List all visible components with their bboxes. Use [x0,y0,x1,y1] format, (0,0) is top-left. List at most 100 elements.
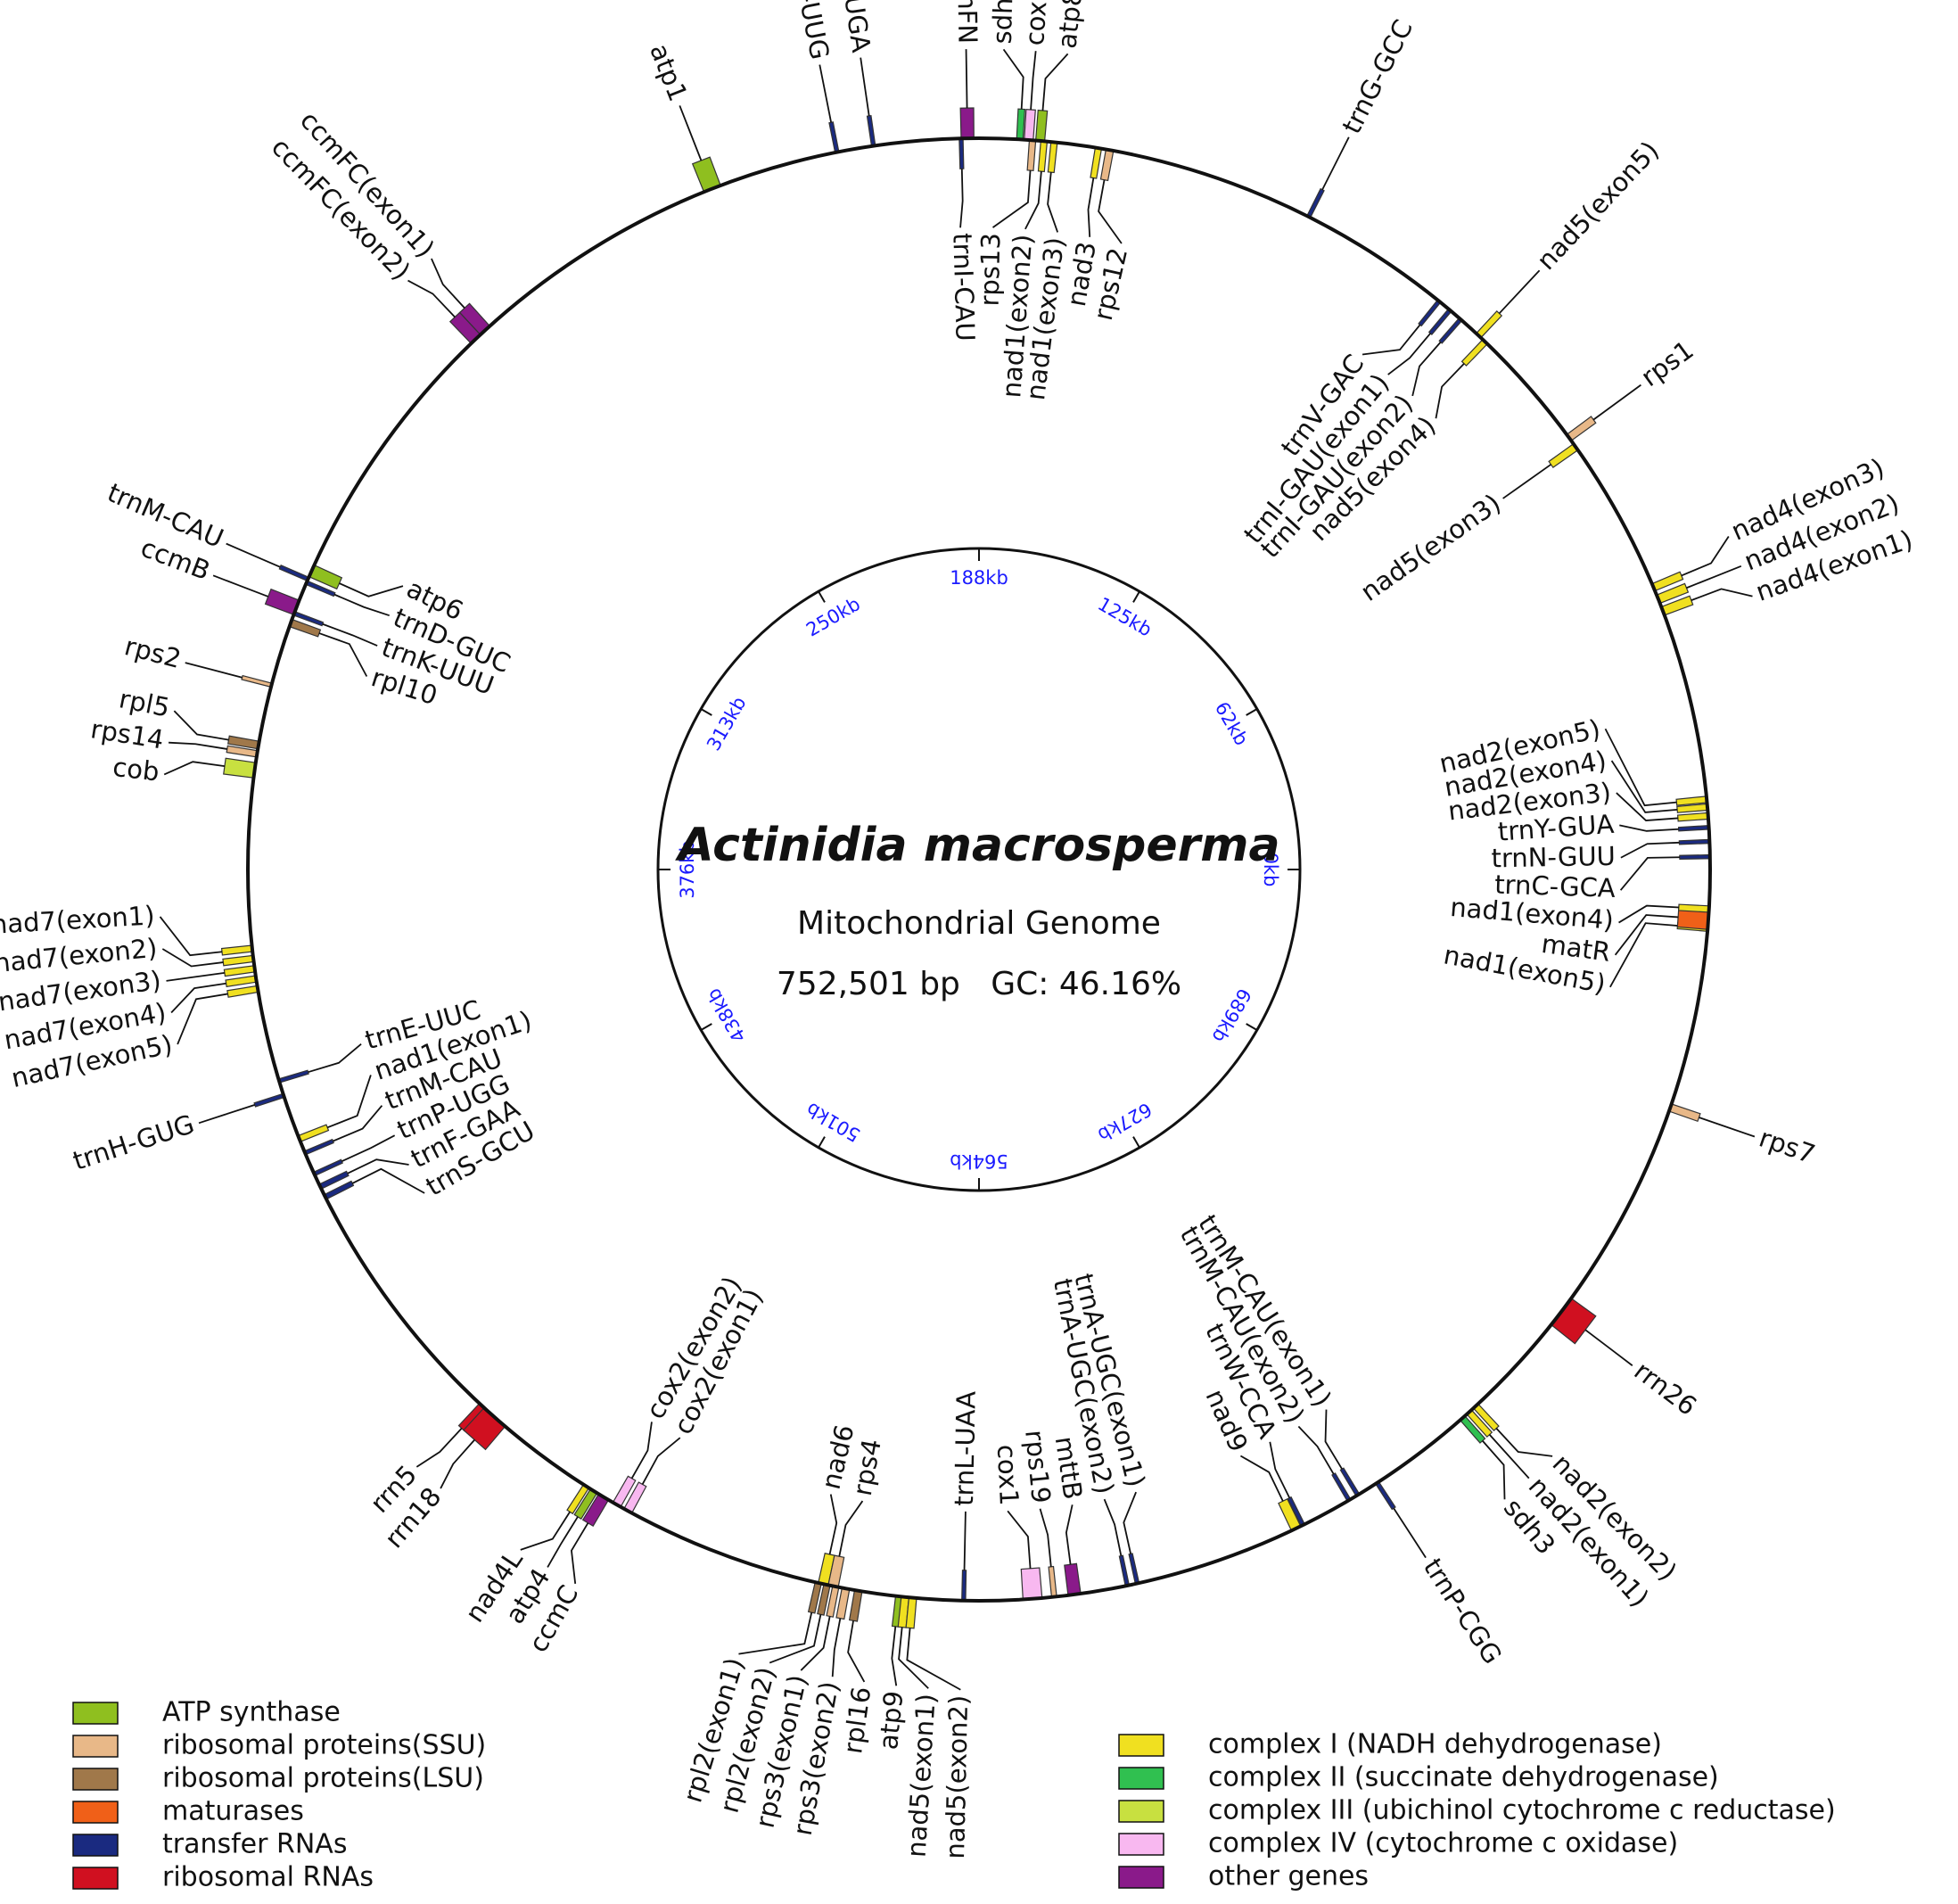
gene-block-nad5-exon3 [1548,442,1579,469]
gene-block-sdh4 [1016,108,1026,141]
legend-left-swatch-atp [72,1702,119,1725]
gene-leader-line [828,1494,838,1555]
gene-leader-line [959,169,964,228]
gene-label-trnl-uaa: trnL-UAA [949,1390,982,1506]
gene-leader-line [341,1134,396,1163]
gene-block-rrn26 [1550,1297,1597,1345]
legend-right-label-c1: complex I (NADH dehydrogenase) [1208,1729,1662,1760]
gene-leader-line [1103,1498,1123,1556]
gene-leader-line [440,1439,475,1489]
gene-leader-line [1239,1455,1284,1502]
gene-block-nad3 [1090,146,1103,179]
gene-leader-line [308,1043,362,1074]
gene-leader-line [906,1628,961,1691]
gene-leader-line [1087,177,1095,237]
gene-leader-line [339,582,404,598]
gene-leader-line [769,1614,822,1664]
gene-leader-line [1435,363,1465,419]
gene-leader-line [1324,1409,1343,1470]
gene-leader-line [1269,1441,1291,1499]
gene-block-trnp-cgg [1374,1480,1396,1511]
legend-left-swatch-mat [72,1801,119,1824]
gene-leader-line [1691,588,1753,601]
legend-right-swatch-c4 [1118,1833,1164,1856]
gene-leader-line [161,948,224,968]
gene-block-cob [223,757,257,779]
legend-right-label-other: other genes [1208,1861,1369,1892]
kb-tick-mark [1246,1023,1258,1031]
gene-leader-line [169,741,227,750]
genome-title: Actinidia macrosperma [674,819,1279,872]
gene-leader-line [1065,1504,1074,1565]
gene-track: trnC-GCAtrnN-GUUtrnY-GUAnad2(exon3)nad2(… [0,0,1916,1859]
legend-right-label-c3: complex III (ubichinol cytochrome c redu… [1208,1795,1836,1826]
gene-leader-line [163,761,226,776]
gene-label-trns-uga: trnS-UGA [829,0,876,54]
gene-block-ccmfn [959,107,975,139]
gene-leader-line [641,1437,681,1485]
kb-tick-mark [700,708,712,716]
gene-block-rps13 [1026,139,1037,172]
legend-left-label-trna: transfer RNAs [162,1829,347,1860]
gene-leader-line [1619,856,1680,891]
gene-block-rpl16 [848,1589,863,1622]
gene-label-atp1: atp1 [644,39,694,105]
gene-leader-line [1609,922,1678,988]
gene-block-rps12 [1099,148,1115,182]
gene-block-nad7-exon1 [220,944,253,956]
gene-leader-line [1297,1425,1335,1475]
legend-right-swatch-other [1118,1866,1164,1889]
gene-leader-line [1618,904,1679,924]
gene-block-nad2-exon3 [1676,812,1709,822]
gene-leader-line [326,1075,372,1129]
gene-leader-line [415,1427,463,1468]
gene-leader-line [1030,51,1037,111]
gene-block-nad1-exon2 [1037,140,1049,173]
kb-tick-mark [1132,1136,1140,1149]
gene-leader-line [1616,792,1678,821]
kb-tick-mark [818,1136,826,1149]
kb-tick-label-376kb: 376kb [677,840,698,899]
gene-leader-line [1620,841,1680,859]
gene-leader-line [1039,1508,1052,1567]
kb-tick-label-250kb: 250kb [802,593,864,641]
gene-label-cox3: cox3 [1019,0,1054,46]
gene-leader-line [1321,136,1350,191]
legend-left-swatch-trna [72,1834,119,1857]
gene-block-mttb [1064,1562,1082,1596]
gene-label-rps13: rps13 [975,233,1007,307]
gene-block-nad1-exon3 [1047,141,1058,174]
gene-leader-line [170,982,226,1014]
gene-leader-line [1411,342,1442,397]
gene-leader-line [831,1618,842,1677]
kb-tick-label-501kb: 501kb [802,1098,864,1146]
gene-leader-line [1699,1117,1756,1138]
gene-block-cox1 [1020,1567,1043,1601]
gene-label-cox1: cox1 [991,1444,1024,1506]
gene-leader-line [1387,333,1431,375]
gene-block-trni-cau [958,137,965,169]
gene-block-trna-ugc-exon2 [1118,1554,1131,1587]
gene-leader-line [212,574,269,598]
legend-left-label-rrna: ribosomal RNAs [162,1862,374,1893]
gene-block-nad7-exon4 [225,975,258,988]
legend-left-label-lsu: ribosomal proteins(LSU) [162,1763,484,1794]
gene-block-trnc-gca [1679,853,1711,860]
gene-label-trni-cau: trnI-CAU [947,233,981,342]
legend-right-label-c4: complex IV (cytochrome c oxidase) [1208,1828,1678,1859]
gene-leader-line [407,279,456,318]
gene-label-rps2: rps2 [121,631,184,674]
gene-block-trng-gcc [1305,187,1325,218]
gene-leader-line [838,1500,864,1557]
gene-block-trnq-uug [828,121,840,153]
gene-block-trnm-cau [278,564,310,582]
gene-leader-line [847,1620,866,1683]
gene-block-trnp-ugg [312,1158,343,1177]
kb-tick-mark [1246,708,1258,716]
gene-label-ccmfn: ccmFN [951,0,983,44]
gene-leader-line [1619,824,1679,832]
gene-leader-line [963,1511,967,1570]
legend-right-swatch-c1 [1118,1734,1164,1757]
